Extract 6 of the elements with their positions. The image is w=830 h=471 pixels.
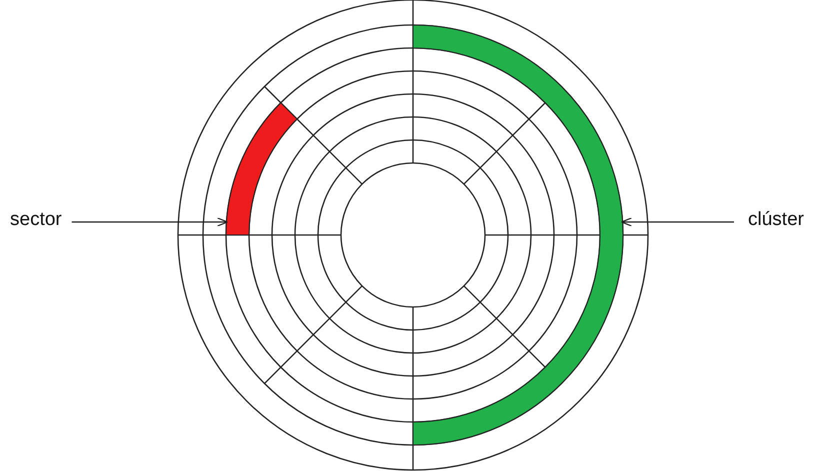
leader-line xyxy=(621,217,734,227)
label-text: clúster xyxy=(748,209,804,231)
sector-band xyxy=(226,102,298,236)
label-text: sector xyxy=(10,209,62,231)
cluster-band xyxy=(412,24,624,446)
leader-line xyxy=(72,217,228,227)
